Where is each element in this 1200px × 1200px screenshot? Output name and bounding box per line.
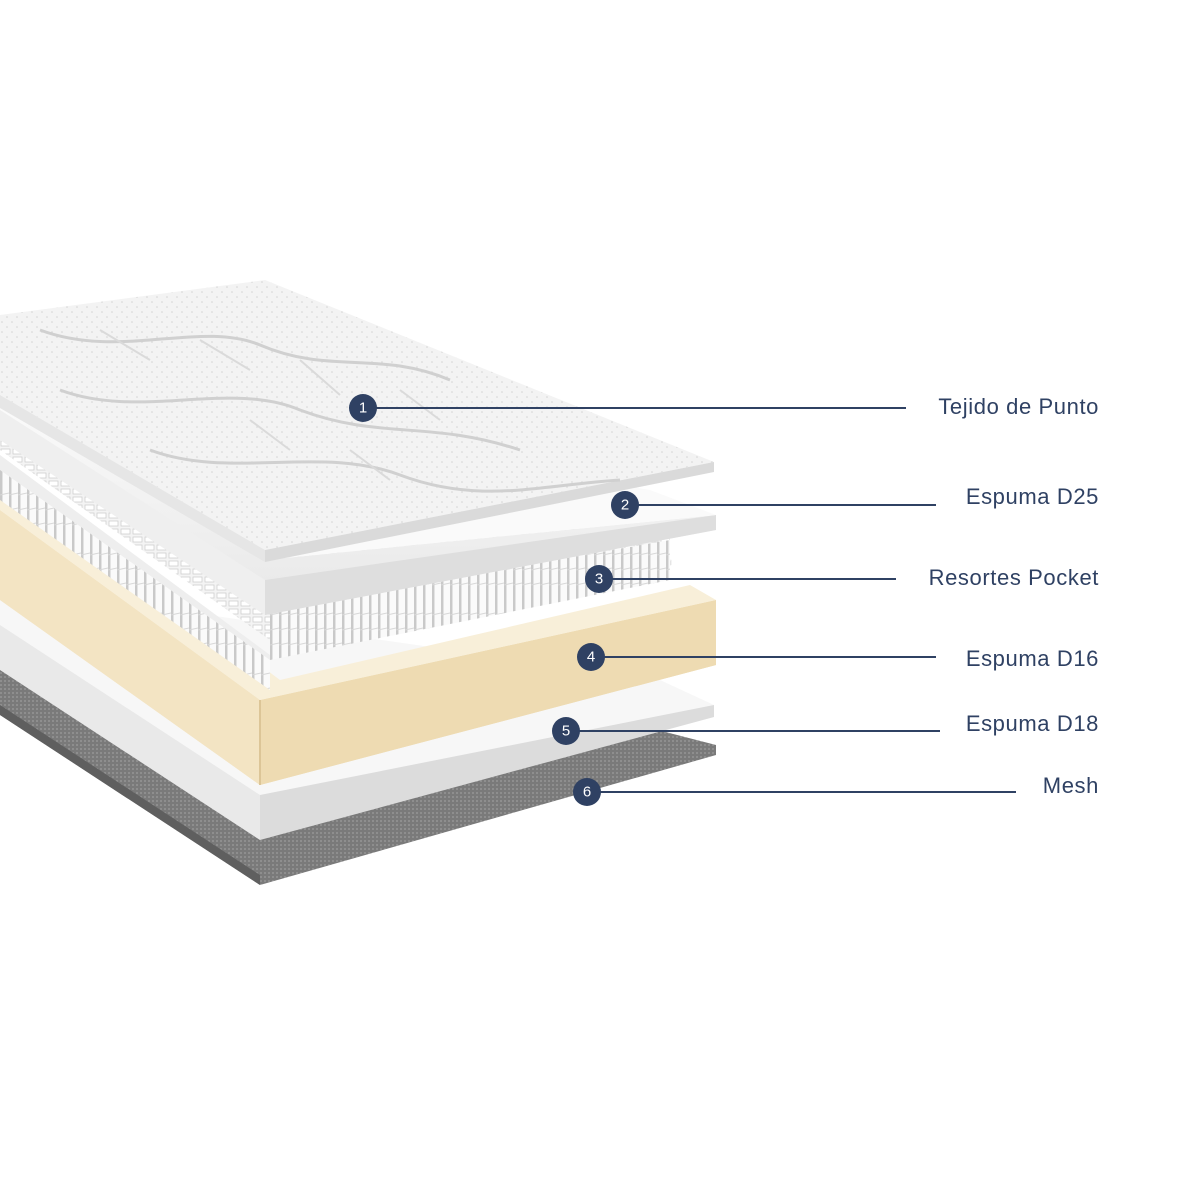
marker-6 <box>573 778 601 806</box>
callout-2: 2 <box>611 491 936 519</box>
marker-5 <box>552 717 580 745</box>
callout-5: 5 <box>552 717 940 745</box>
marker-3 <box>585 565 613 593</box>
label-resortes-pocket: Resortes Pocket <box>928 565 1099 590</box>
marker-number-2: 2 <box>621 497 629 514</box>
label-espuma-d25: Espuma D25 <box>965 484 1099 509</box>
marker-number-4: 4 <box>587 649 595 666</box>
callout-3: 3 <box>585 565 896 593</box>
marker-number-5: 5 <box>562 723 570 740</box>
marker-2 <box>611 491 639 519</box>
callout-1: 1 <box>349 394 906 422</box>
label-tejido-de-punto: Tejido de Punto <box>938 394 1099 419</box>
callout-6: 6 <box>573 778 1016 806</box>
label-espuma-d18: Espuma D18 <box>965 711 1099 736</box>
label-mesh: Mesh <box>1042 773 1099 798</box>
marker-number-3: 3 <box>595 571 603 588</box>
marker-number-6: 6 <box>583 784 591 801</box>
marker-4 <box>577 643 605 671</box>
callout-4: 4 <box>577 643 936 671</box>
marker-number-1: 1 <box>359 400 367 417</box>
label-espuma-d16: Espuma D16 <box>965 646 1099 671</box>
marker-1 <box>349 394 377 422</box>
